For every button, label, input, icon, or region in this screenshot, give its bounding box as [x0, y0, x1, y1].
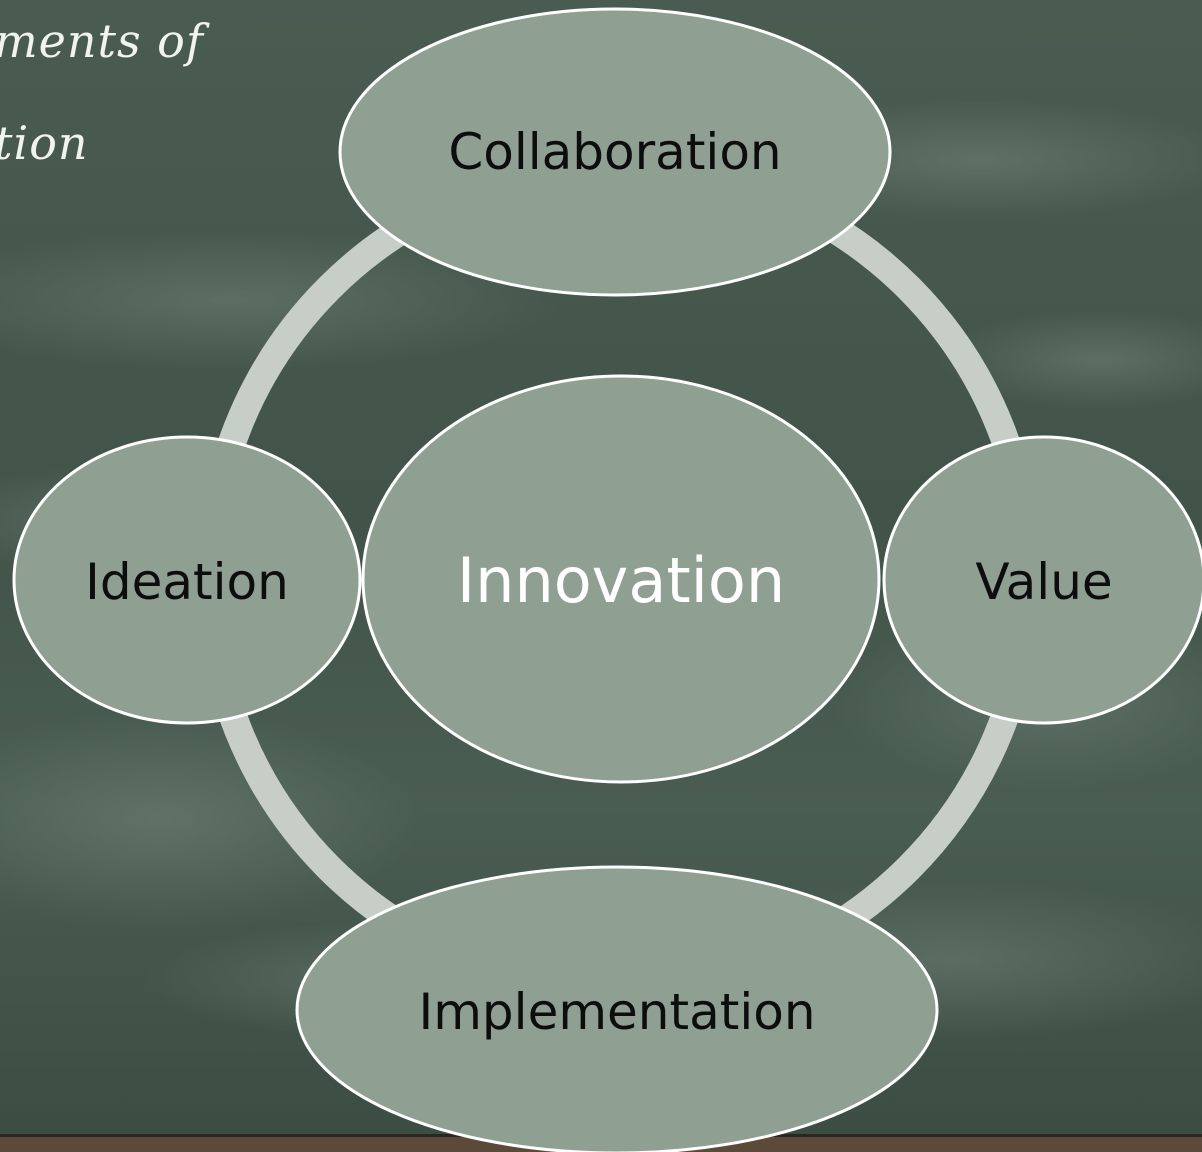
innovation-label: Innovation	[456, 543, 786, 617]
value-node	[882, 435, 1202, 725]
ideation-label: Ideation	[85, 553, 289, 611]
slide-title-line-1: ments of	[0, 14, 204, 68]
value-label: Value	[975, 553, 1113, 611]
collaboration-node	[338, 7, 892, 297]
slide-title-line-2: tion	[0, 116, 89, 170]
collaboration-label: Collaboration	[448, 123, 782, 181]
innovation-node	[361, 374, 881, 784]
implementation-node	[295, 865, 939, 1152]
ideation-node	[12, 435, 362, 725]
implementation-label: Implementation	[418, 983, 816, 1041]
